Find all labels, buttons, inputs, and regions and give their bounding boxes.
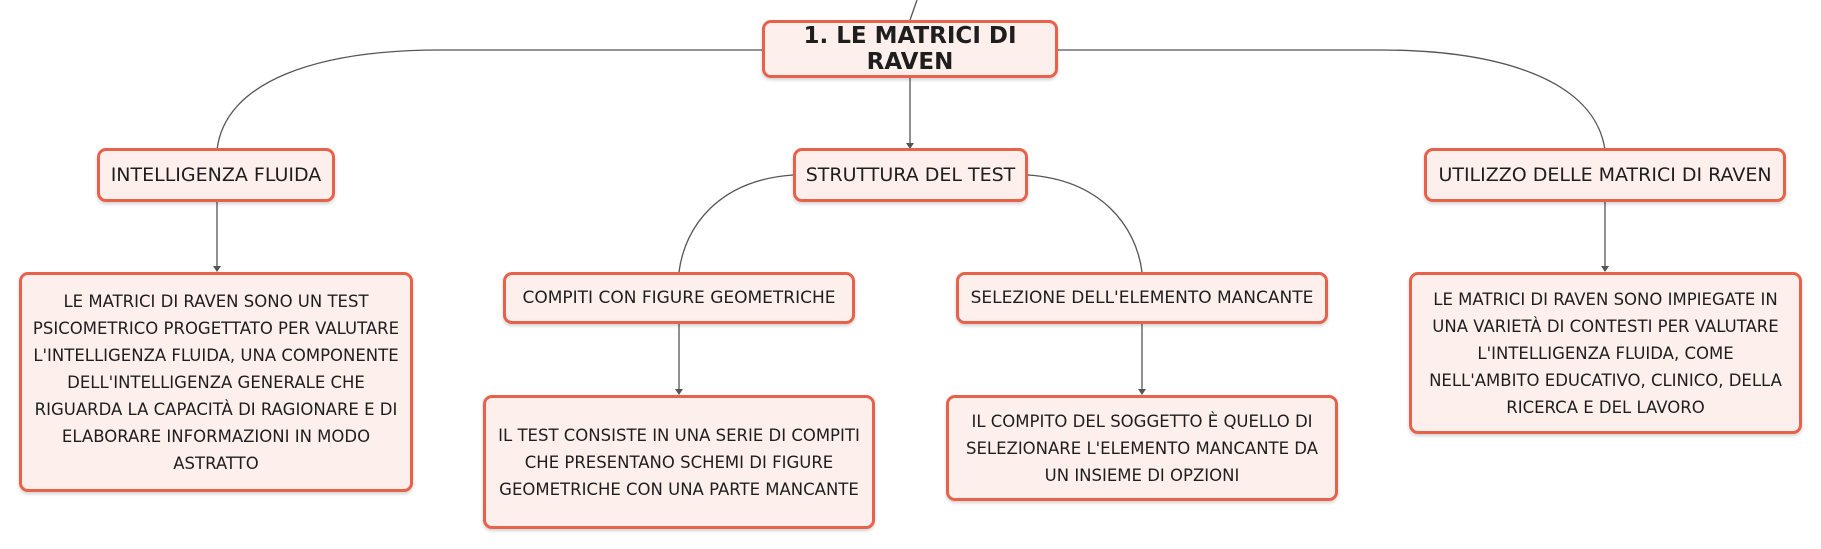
connector-root-usage — [1058, 49, 1606, 151]
subbranch-node-label: COMPITI CON FIGURE GEOMETRICHE — [522, 288, 836, 308]
arrowhead — [1138, 389, 1146, 395]
leaf-node-text: LE MATRICI DI RAVEN SONO UN TEST PSICOME… — [32, 291, 400, 473]
root-node-label: 1. LE MATRICI DI RAVEN — [803, 23, 1017, 75]
branch-node-intelligenza-fluida[interactable]: INTELLIGENZA FLUIDA — [97, 148, 335, 202]
leaf-node-text: LE MATRICI DI RAVEN SONO IMPIEGATE IN UN… — [1429, 289, 1782, 417]
branch-node-label: INTELLIGENZA FLUIDA — [110, 164, 322, 186]
subbranch-node-compiti-figure-geometriche[interactable]: COMPITI CON FIGURE GEOMETRICHE — [503, 272, 855, 324]
branch-node-struttura-del-test[interactable]: STRUTTURA DEL TEST — [793, 148, 1028, 202]
connector-root-fluid — [216, 49, 762, 151]
root-node[interactable]: 1. LE MATRICI DI RAVEN — [762, 20, 1058, 78]
branch-node-label: UTILIZZO DELLE MATRICI DI RAVEN — [1438, 164, 1772, 186]
leaf-node-utilizzo-description[interactable]: LE MATRICI DI RAVEN SONO IMPIEGATE IN UN… — [1409, 272, 1802, 434]
arrowhead — [1601, 266, 1609, 272]
subbranch-node-label: SELEZIONE DELL'ELEMENTO MANCANTE — [970, 288, 1314, 308]
arrowhead — [906, 143, 914, 149]
branch-node-utilizzo[interactable]: UTILIZZO DELLE MATRICI DI RAVEN — [1424, 148, 1786, 202]
leaf-node-selezione-description[interactable]: IL COMPITO DEL SOGGETTO È QUELLO DI SELE… — [946, 395, 1338, 501]
leaf-node-compiti-description[interactable]: IL TEST CONSISTE IN UNA SERIE DI COMPITI… — [483, 395, 875, 529]
leaf-node-text: IL COMPITO DEL SOGGETTO È QUELLO DI SELE… — [966, 411, 1318, 485]
subbranch-node-selezione-elemento-mancante[interactable]: SELEZIONE DELL'ELEMENTO MANCANTE — [956, 272, 1328, 324]
leaf-node-text: IL TEST CONSISTE IN UNA SERIE DI COMPITI… — [498, 425, 860, 499]
arrowhead — [213, 266, 221, 272]
leaf-node-intelligenza-fluida-description[interactable]: LE MATRICI DI RAVEN SONO UN TEST PSICOME… — [19, 272, 413, 492]
branch-node-label: STRUTTURA DEL TEST — [805, 164, 1016, 186]
connector-structure-selection — [1027, 174, 1143, 273]
connector-incoming — [909, 0, 918, 21]
connector-structure-geometric — [678, 174, 794, 273]
arrowhead — [675, 389, 683, 395]
